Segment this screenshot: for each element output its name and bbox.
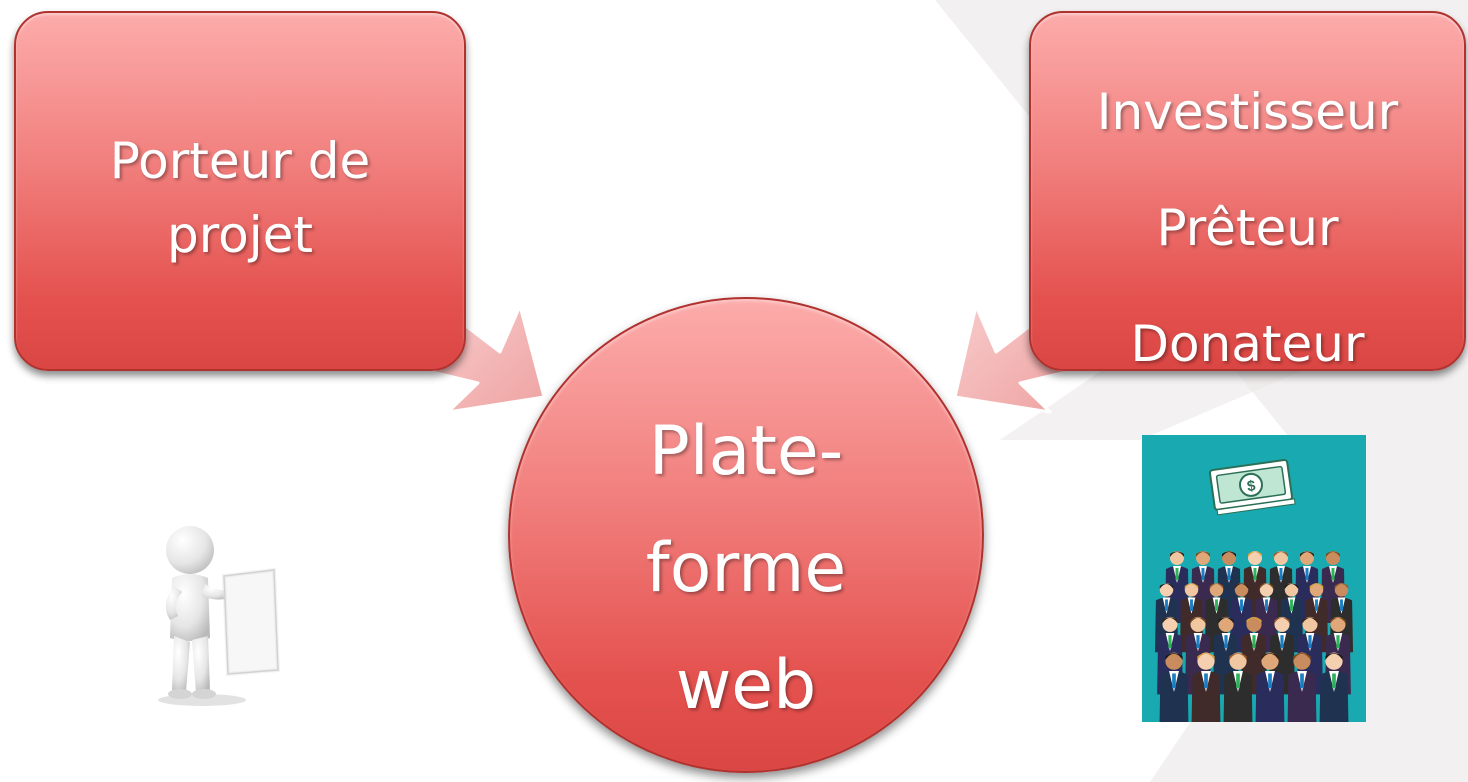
web-platform-hub: Plate- forme web (508, 297, 984, 773)
person-holding-paper-icon (150, 520, 288, 710)
funder-donor-label: Donateur (1130, 315, 1365, 373)
project-owner-label-line2: projet (166, 206, 314, 264)
funders-box: Investisseur Prêteur Donateur (1029, 11, 1466, 373)
hub-label-line3: web (675, 646, 817, 725)
funder-investor-label: Investisseur (1096, 83, 1399, 141)
svg-text:$: $ (1246, 477, 1257, 495)
hub-label-line2: forme (645, 529, 847, 608)
hub-label-line1: Plate- (648, 412, 844, 491)
funder-lender-label: Prêteur (1156, 199, 1339, 257)
project-owner-label-line1: Porteur de (109, 132, 371, 190)
project-owner-box: Porteur de projet (14, 11, 466, 371)
money-crowd-icon: $ (1142, 435, 1366, 722)
